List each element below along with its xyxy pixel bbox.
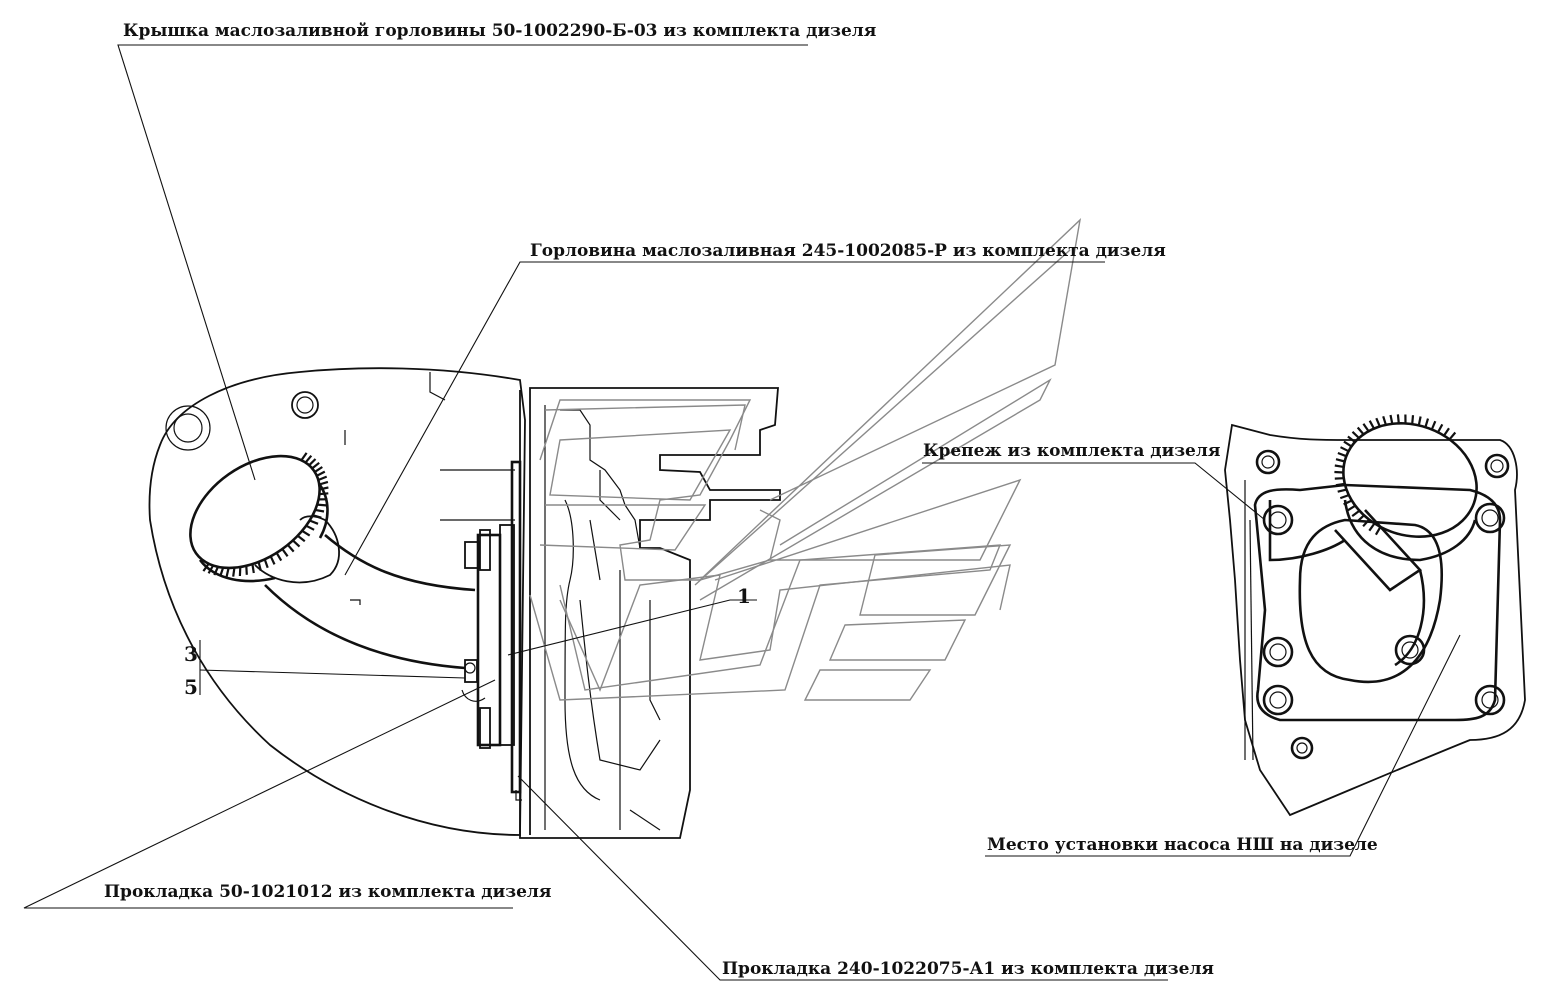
knurl-mark [301, 529, 311, 537]
callout-5: 5 [184, 675, 198, 699]
label-gasket-2: Прокладка 240-1022075-А1 из комплекта ди… [722, 959, 1214, 979]
knurl-mark [1356, 514, 1365, 523]
knurl-mark [1396, 414, 1400, 424]
cap-knurling-right [1334, 414, 1457, 536]
knurl-mark [1351, 509, 1361, 517]
cap-knurling [202, 452, 329, 577]
ghost-outline [529, 218, 1082, 701]
label-oil-filler-cap: Крышка маслозаливной горловины 50-100229… [123, 21, 876, 41]
knurl-mark [308, 458, 317, 467]
knurl-mark [1337, 451, 1347, 458]
label-pump-place: Место установки насоса НШ на дизеле [987, 835, 1378, 855]
knurl-mark [1437, 423, 1444, 433]
label-oil-filler-neck: Горловина маслозаливная 245-1002085-Р из… [530, 241, 1166, 261]
knurl-mark [1368, 420, 1375, 430]
callout-1: 1 [737, 584, 751, 608]
knurl-mark [1335, 482, 1345, 487]
knurl-mark [1339, 494, 1350, 500]
knurl-mark [263, 558, 269, 569]
knurl-mark [292, 539, 301, 548]
knurl-mark [297, 534, 306, 543]
knurl-mark [1334, 464, 1344, 468]
callout-3: 3 [184, 642, 198, 666]
knurl-mark [311, 461, 320, 470]
knurl-mark [314, 466, 323, 473]
knurl-mark [1411, 415, 1415, 425]
knurl-mark [312, 514, 322, 519]
knurl-mark [1347, 435, 1356, 443]
label-fastener: Крепеж из комплекта дизеля [923, 441, 1220, 461]
knurl-mark [1362, 423, 1370, 432]
knurl-mark [1335, 458, 1345, 463]
knurl-mark [1337, 488, 1347, 493]
knurl-mark [257, 561, 262, 571]
knurl-mark [309, 519, 319, 525]
knurl-mark [219, 567, 225, 577]
knurl-mark [305, 524, 315, 531]
knurl-mark [1448, 431, 1457, 441]
knurl-mark [315, 508, 325, 513]
knurl-mark [316, 470, 326, 477]
knurl-mark [1443, 427, 1450, 437]
knurl-mark [1368, 522, 1376, 532]
knurl-mark [245, 565, 248, 575]
knurl-mark [1430, 420, 1437, 430]
knurl-mark [1374, 526, 1382, 536]
knurl-mark [232, 567, 236, 577]
oil-filler-cap [189, 452, 329, 583]
knurl-mark [319, 492, 329, 496]
knurl-mark [1343, 499, 1353, 506]
knurl-mark [1424, 418, 1430, 428]
pump-mount-view [1224, 414, 1526, 817]
knurl-mark [1375, 417, 1381, 427]
knurl-mark [1334, 470, 1344, 474]
knurl-mark [1389, 414, 1394, 425]
leader-lines [23, 44, 1461, 981]
flange-assembly [461, 460, 522, 801]
knurl-mark [281, 548, 289, 557]
knurl-mark [1382, 415, 1387, 426]
knurl-mark [225, 567, 230, 577]
knurl-mark [317, 475, 328, 482]
knurl-mark [1417, 416, 1422, 426]
knurl-mark [317, 503, 327, 507]
knurl-mark [251, 563, 255, 574]
knurl-mark [304, 454, 313, 464]
knurl-mark [202, 563, 210, 572]
knurl-mark [269, 555, 276, 565]
knurl-mark [1343, 440, 1353, 448]
knurl-mark [275, 552, 283, 562]
knurl-mark [300, 452, 308, 461]
knurl-mark [1356, 426, 1365, 436]
knurl-mark [213, 566, 220, 576]
label-gasket-1: Прокладка 50-1021012 из комплекта дизеля [104, 882, 551, 902]
knurl-mark [319, 486, 329, 491]
knurl-mark [286, 544, 295, 553]
engine-body-outline [148, 367, 526, 836]
knurl-mark [318, 480, 329, 486]
knurl-mark [1347, 504, 1356, 512]
knurl-mark [1340, 446, 1350, 453]
knurl-mark [1362, 518, 1370, 528]
knurl-mark [207, 564, 215, 574]
knurl-mark [1351, 431, 1360, 439]
engine-block [519, 387, 781, 839]
